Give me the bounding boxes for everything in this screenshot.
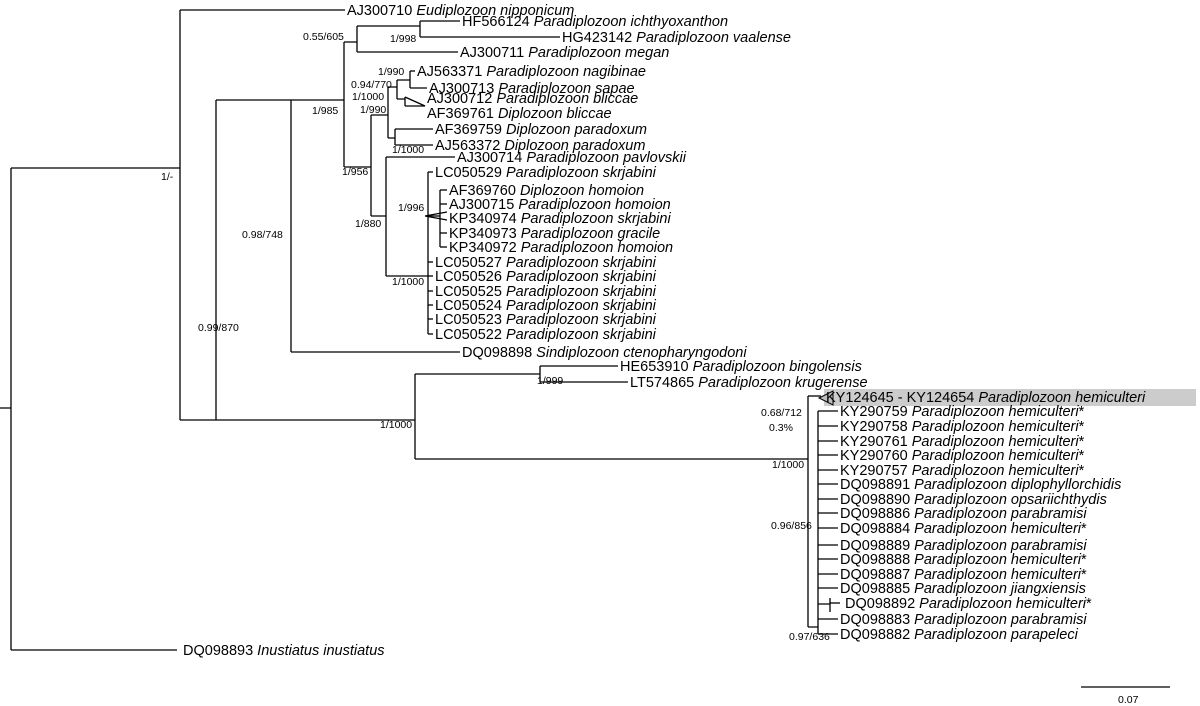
tip-label: AJ300714 Paradiplozoon pavlovskii [457,150,687,166]
tip-label: LC050525 Paradiplozoon skrjabini [435,284,657,300]
tip-label: DQ098883 Paradiplozoon parabramisi [840,612,1087,628]
support-value: 1/- [161,171,174,183]
tip-label: AJ300712 Paradiplozoon bliccae [427,91,638,107]
tip-label: AF369761 Diplozoon bliccae [427,106,612,122]
tip-label: AJ563371 Paradiplozoon nagibinae [417,64,646,80]
support-value: 1/996 [398,202,424,214]
tip-label: LC050526 Paradiplozoon skrjabini [435,269,657,285]
scale-bar: 0.07 [1081,686,1170,706]
tip-label: LC050523 Paradiplozoon skrjabini [435,312,657,328]
tip-label: AF369760 Diplozoon homoion [449,183,644,199]
support-value: 0.98/748 [242,229,283,241]
tip-label: DQ098888 Paradiplozoon hemiculteri* [840,552,1087,568]
tip-label: AF369759 Diplozoon paradoxum [435,122,647,138]
tip-label: DQ098898 Sindiplozoon ctenopharyngodoni [462,345,747,361]
support-value: 1/990 [360,104,386,116]
tip-label: DQ098892 Paradiplozoon hemiculteri* [845,596,1092,612]
tip-label: KY290761 Paradiplozoon hemiculteri* [840,434,1085,450]
tip-label: AJ300713 Paradiplozoon sapae [429,81,635,97]
tip-label: HE653910 Paradiplozoon bingolensis [620,359,862,375]
tip-label: AJ563372 Diplozoon paradoxum [435,138,645,154]
support-value: 1/1000 [380,419,412,431]
support-values: 1/- 0.99/870 0.98/748 1/985 0.55/605 1/9… [161,31,830,643]
support-value: 0.99/870 [198,322,239,334]
support-value: 1/880 [355,218,381,230]
tip-label: DQ098885 Paradiplozoon jiangxiensis [840,581,1086,597]
tip-label: DQ098886 Paradiplozoon parabramisi [840,506,1087,522]
support-value: 1/1000 [392,144,424,156]
support-value: 0.55/605 [303,31,344,43]
support-value: 1/990 [378,66,404,78]
branches [0,9,840,651]
tip-label: KP340974 Paradiplozoon skrjabini [449,211,671,227]
tip-label: KY290759 Paradiplozoon hemiculteri* [840,404,1085,420]
tip-label: KY290760 Paradiplozoon hemiculteri* [840,448,1085,464]
tip-label: KY290757 Paradiplozoon hemiculteri* [840,463,1085,479]
tip-label: KP340973 Paradiplozoon gracile [449,226,660,242]
tip-label: HF566124 Paradiplozoon ichthyoxanthon [462,14,728,30]
tip-label: KP340972 Paradiplozoon homoion [449,240,673,256]
tip-label: KY124645 - KY124654 Paradiplozoon hemicu… [826,390,1146,406]
support-value: 0.3% [769,422,793,434]
tip-label: DQ098890 Paradiplozoon opsariichthydis [840,492,1107,508]
tip-label: LC050522 Paradiplozoon skrjabini [435,327,657,343]
support-value: 1/1000 [392,276,424,288]
support-value: 1/999 [537,375,563,387]
tip-label: DQ098893 Inustiatus inustiatus [183,643,385,659]
highlight-box [824,389,1196,406]
support-value: 1/985 [312,105,338,117]
tip-label: DQ098891 Paradiplozoon diplophyllorchidi… [840,477,1121,493]
support-value: 0.68/712 [761,407,802,419]
support-value: 0.94/770 [351,79,392,91]
support-value: 1/1000 [352,91,384,103]
scale-bar-label: 0.07 [1118,694,1139,706]
tip-label: DQ098889 Paradiplozoon parabramisi [840,538,1087,554]
support-value: 1/1000 [772,459,804,471]
tip-labels: AJ300710 Eudiplozoon nipponicum HF566124… [183,3,1146,659]
support-value: 0.96/856 [771,520,812,532]
tip-label: AJ300710 Eudiplozoon nipponicum [347,3,574,19]
tip-label: LC050527 Paradiplozoon skrjabini [435,255,657,271]
tip-label: DQ098887 Paradiplozoon hemiculteri* [840,567,1087,583]
tip-label: DQ098882 Paradiplozoon parapeleci [840,627,1079,643]
support-value: 1/998 [390,33,416,45]
tip-label: HG423142 Paradiplozoon vaalense [562,30,791,46]
tip-label: LC050524 Paradiplozoon skrjabini [435,298,657,314]
tip-label: AJ300715 Paradiplozoon homoion [449,197,671,213]
collapsed-clade-triangle [817,390,834,406]
tip-label: DQ098884 Paradiplozoon hemiculteri* [840,521,1087,537]
support-value: 1/956 [342,166,368,178]
tip-label: AJ300711 Paradiplozoon megan [460,45,669,61]
tip-label: LC050529 Paradiplozoon skrjabini [435,165,657,181]
tip-label: LT574865 Paradiplozoon krugerense [630,375,868,391]
support-value: 0.97/636 [789,631,830,643]
tip-label: KY290758 Paradiplozoon hemiculteri* [840,419,1085,435]
